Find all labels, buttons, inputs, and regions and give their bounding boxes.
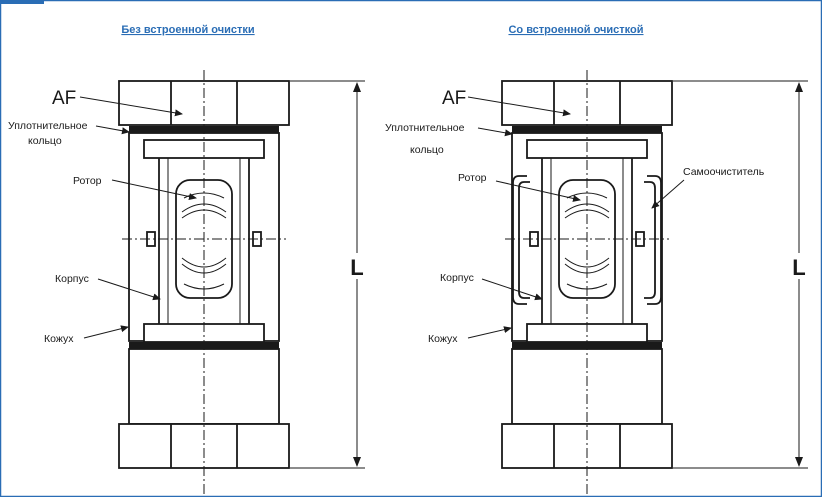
right-seal-label-2: кольцо bbox=[410, 144, 444, 156]
self-cleaner-arrow bbox=[651, 179, 685, 209]
left-housing-label: Кожух bbox=[44, 333, 74, 345]
left-body-arrow bbox=[97, 278, 161, 301]
left-dim-label: L bbox=[350, 255, 363, 280]
frame-accent bbox=[0, 0, 44, 4]
right-dim-label: L bbox=[792, 255, 805, 280]
right-body-arrow bbox=[481, 278, 543, 301]
left-rotor-label: Ротор bbox=[73, 175, 102, 187]
left-seal-label-2: кольцо bbox=[28, 135, 62, 147]
left-unit bbox=[118, 69, 290, 495]
self-cleaner-left-bracket-inner bbox=[518, 181, 530, 299]
right-dim-label-bg bbox=[790, 253, 808, 279]
right-af-arrow bbox=[467, 96, 571, 117]
left-af-arrow bbox=[79, 96, 183, 117]
right-rotor-arrow bbox=[495, 180, 581, 202]
self-cleaner-right-bracket bbox=[647, 175, 662, 305]
left-body-label: Корпус bbox=[55, 273, 89, 285]
right-seal-arrow bbox=[477, 127, 513, 137]
left-seal-label-1: Уплотнительное bbox=[8, 120, 88, 132]
right-title: Со встроенной очисткой bbox=[508, 24, 643, 36]
right-housing-label: Кожух bbox=[428, 333, 458, 345]
left-seal-arrow bbox=[95, 125, 130, 135]
self-cleaner-left-bracket bbox=[512, 175, 527, 305]
right-unit bbox=[501, 69, 673, 495]
left-housing-arrow bbox=[83, 325, 129, 339]
left-rotor-arrow bbox=[111, 179, 197, 200]
right-rotor-label: Ротор bbox=[458, 172, 487, 184]
right-af-label: AF bbox=[442, 88, 466, 109]
right-seal-label-1: Уплотнительное bbox=[385, 122, 465, 134]
right-body-label: Корпус bbox=[440, 272, 474, 284]
self-cleaner-label: Самоочиститель bbox=[683, 166, 765, 178]
self-cleaner-right-bracket-inner bbox=[644, 181, 656, 299]
left-dim-label-bg bbox=[348, 253, 366, 279]
right-housing-arrow bbox=[467, 326, 512, 339]
left-title: Без встроенной очистки bbox=[121, 24, 254, 36]
left-af-label: AF bbox=[52, 88, 76, 109]
